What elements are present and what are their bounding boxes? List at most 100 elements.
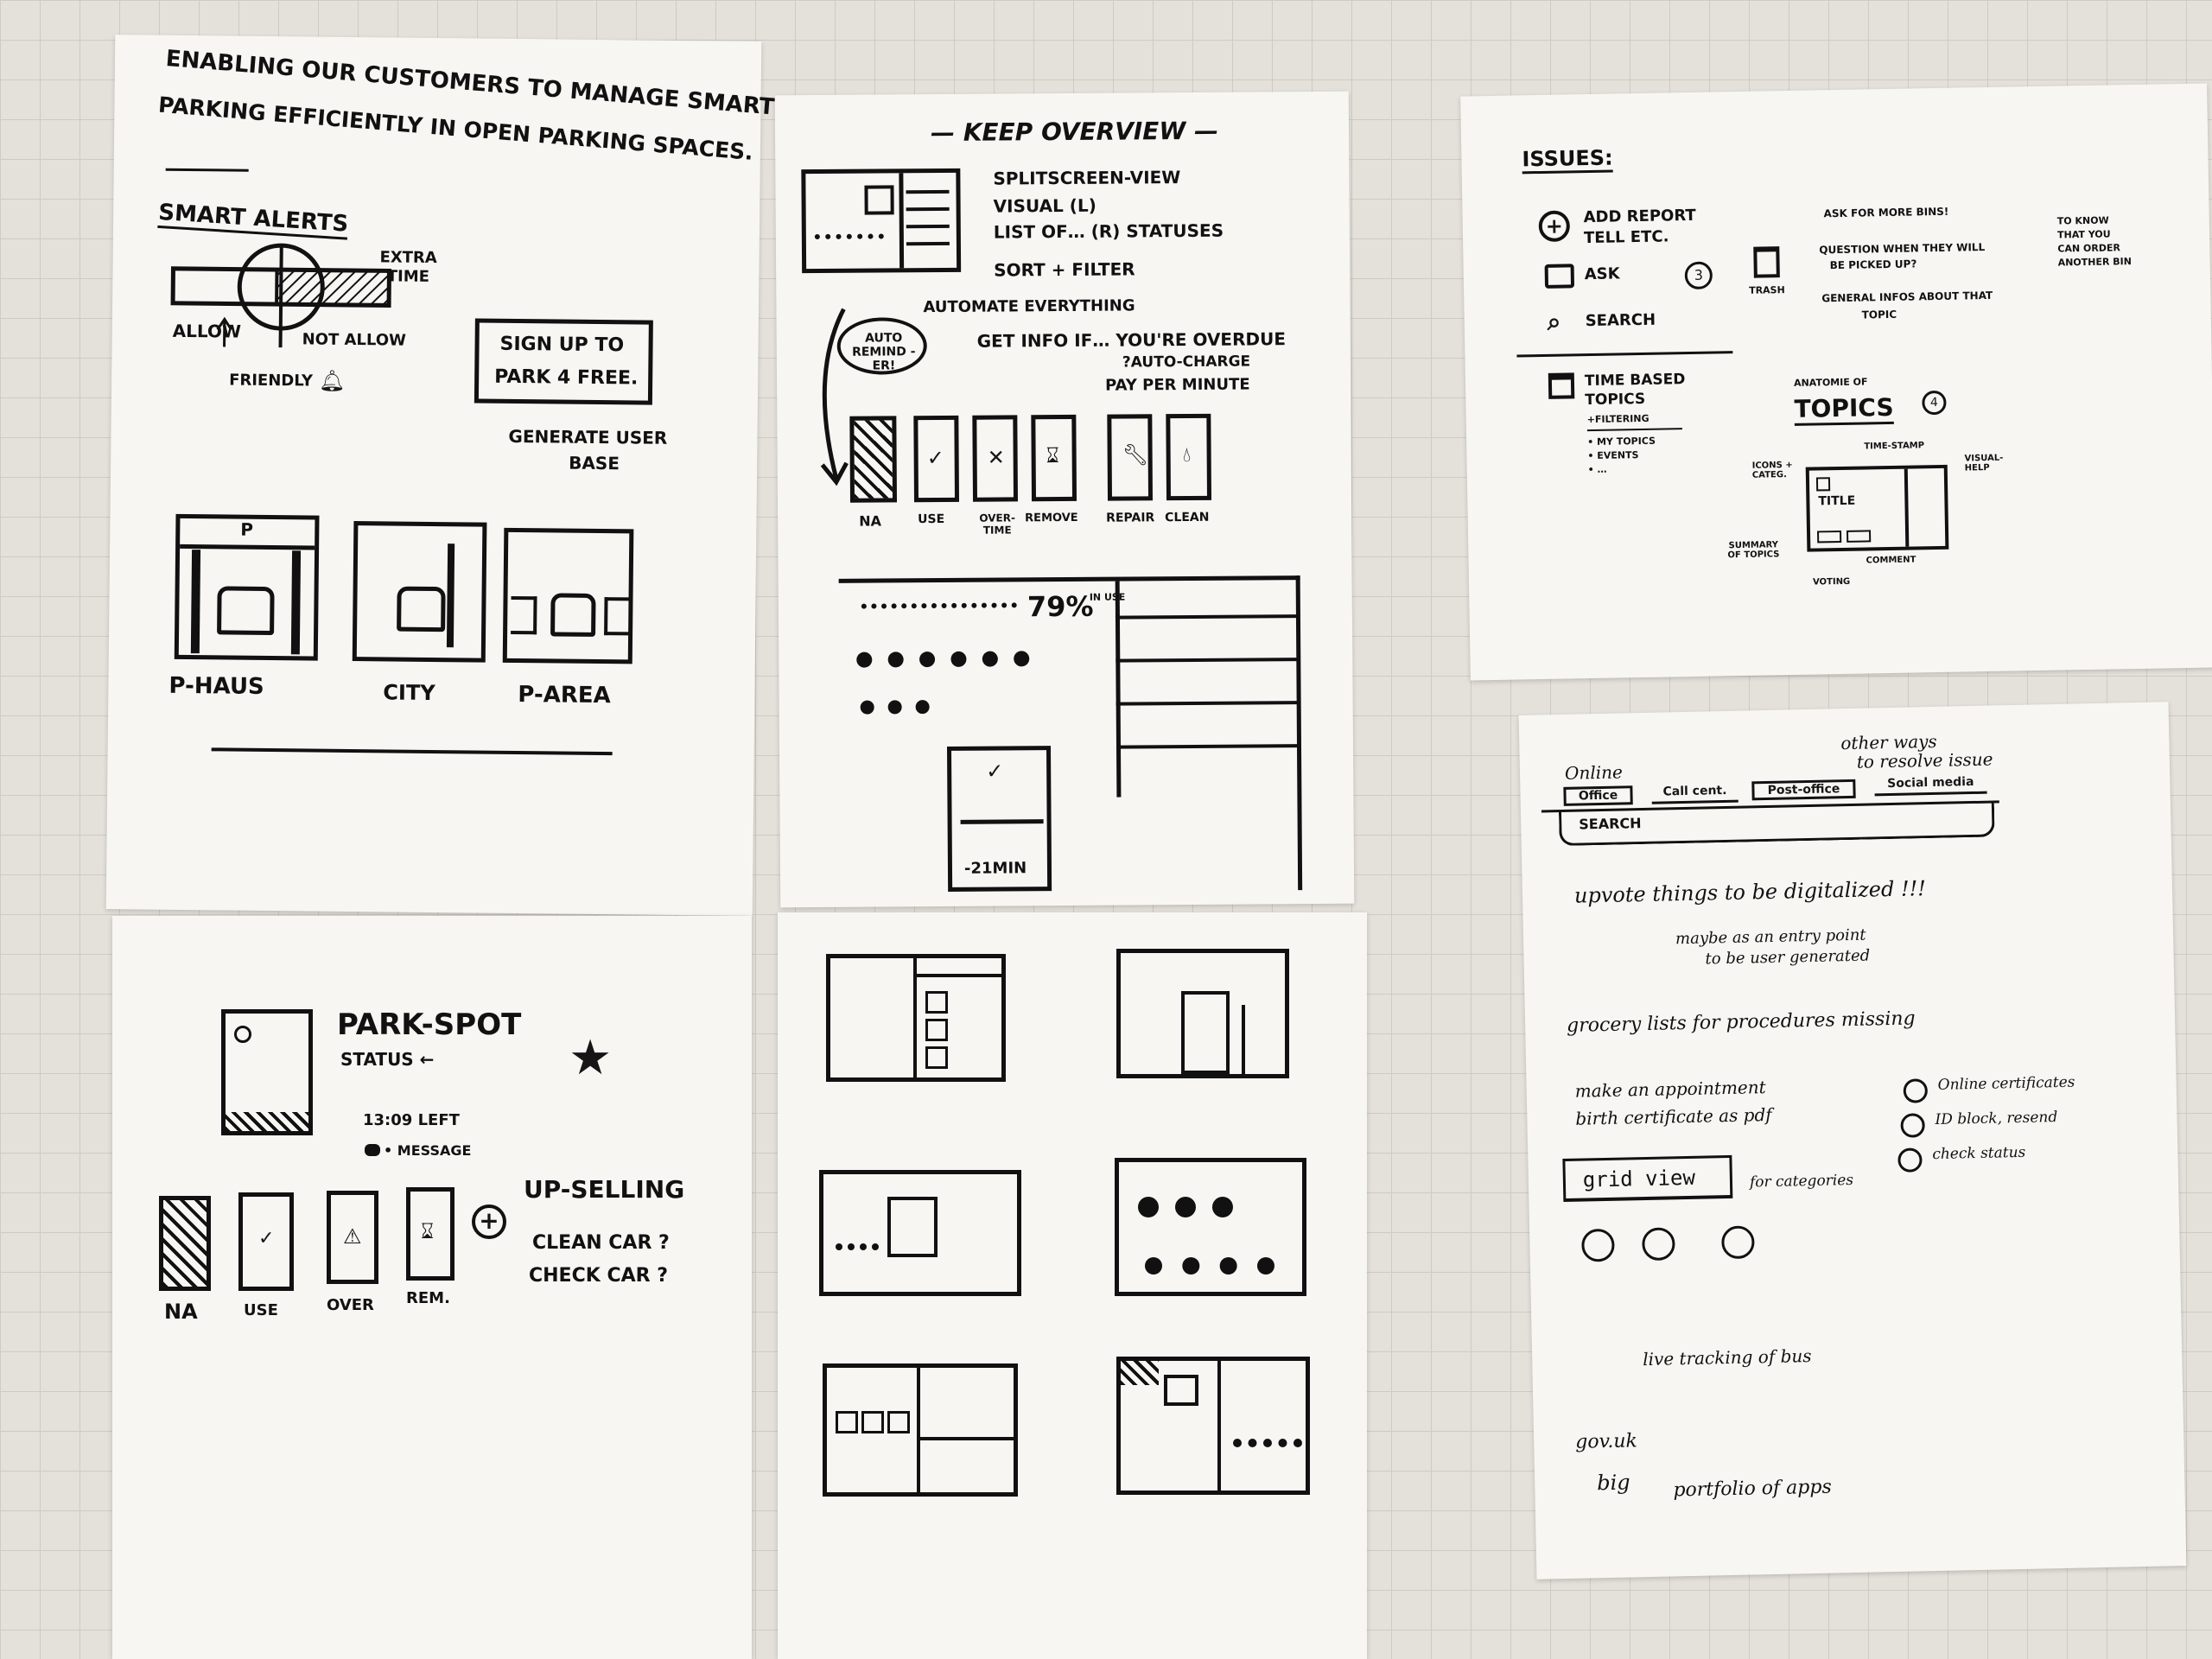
wireframe-2 [1116,949,1289,1078]
place-label-city: City [383,680,435,706]
list-more: • … [1587,463,1607,476]
checkbox-1[interactable] [1903,1078,1929,1103]
grid-view-box[interactable]: grid view [1562,1154,1733,1203]
topic-card-sketch: Title [1805,464,1949,552]
status-card-repair[interactable]: 🔧︎ [1107,414,1154,501]
splitscreen-label: Splitscreen-view [993,167,1181,189]
tab-office-label: Office [1578,788,1618,804]
category-circle-1[interactable] [1581,1228,1615,1262]
question-pickup-2: be picked up? [1829,257,1917,272]
park-status-remove[interactable]: ⌛︎ [406,1187,454,1281]
status-label-overtime: Over-time [979,512,1015,537]
status-card-clean[interactable]: 💧︎ [1166,413,1212,501]
check-item-3: check status [1932,1143,2026,1164]
detail-card[interactable]: ✓ -21min [946,746,1052,892]
visual-help-label: Visual-help [1964,453,2004,474]
portfolio-text: portfolio of apps [1673,1476,1833,1502]
tab-post-office[interactable]: Post-office [1751,779,1856,801]
hourglass-icon: ⌛︎ [421,1219,435,1243]
maybe-line-1: maybe as an entry point [1675,925,1866,949]
in-use-label: in use [1089,591,1126,603]
status-label-na: NA [859,512,882,530]
signup-line-2: park 4 free. [494,365,639,390]
allow-label: Allow [172,320,242,342]
park-status-na[interactable] [159,1196,211,1291]
car-icon [217,586,275,636]
sheet-keep-overview: — Keep overview — Splitscreen-view Visua… [774,91,1355,908]
to-know-4: another bin [2057,256,2133,269]
friendly-label: Friendly [229,371,314,391]
appointment-line-2: birth certificate as pdf [1575,1103,1772,1129]
drop-icon: 💧︎ [1182,442,1192,467]
status-label-remove: Remove [1025,511,1078,525]
park-status-use[interactable]: ✓ [238,1192,294,1291]
anatomie-label: Anatomie of [1793,376,1868,389]
list-events: • Events [1587,449,1639,462]
automate-label: Automate everything [923,296,1135,317]
status-label-repair: Repair [1106,511,1155,525]
status-card-overtime[interactable]: ✕ [972,415,1019,502]
online-label: Online [1564,761,1624,784]
add-icon[interactable]: + [1538,210,1571,243]
tab-social-media[interactable]: Social media [1874,774,1987,797]
minutes-value: -21min [963,859,1027,878]
checkbox-3[interactable] [1897,1147,1923,1173]
upselling-label: Up-selling [524,1175,685,1204]
time-left: 13:09 left [363,1111,460,1129]
keep-overview-title: — Keep overview — [930,116,1219,148]
tab-call-center-label: Call cent. [1662,783,1727,799]
visual-label: Visual (L) [993,194,1096,217]
phone-sketch [221,1009,313,1135]
filter-underline [1586,428,1682,432]
message-label: • Message [384,1142,472,1159]
signup-box[interactable]: Sign up to park 4 free. [474,318,653,405]
check-item-2: ID block, resend [1935,1109,2058,1128]
trash-icon [1753,246,1780,278]
plus-circle-icon: + [472,1205,506,1239]
checkbox-2[interactable] [1900,1113,1925,1138]
tab-social-media-label: Social media [1887,774,1974,791]
get-info-label: Get info if… you're overdue [976,328,1287,352]
car-icon [397,586,446,632]
generate-line-2: base [569,452,620,474]
chat-icon[interactable] [1544,264,1575,289]
bell-icon: 🔔︎ [318,368,346,393]
for-categories-label: for categories [1749,1171,1854,1192]
category-circle-3[interactable] [1721,1225,1755,1260]
park-status-over[interactable]: ⚠︎ [327,1191,378,1284]
sort-filter-label: Sort + Filter [994,258,1135,281]
park-label-rem: Rem. [406,1289,450,1307]
upvote-text: upvote things to be digitalized !!! [1573,876,1927,908]
calendar-icon [1548,372,1575,399]
search-label: Search [1585,310,1656,331]
wireframe-4 [1115,1158,1306,1296]
status-card-na[interactable] [849,416,898,503]
hourglass-icon: ⌛︎ [1046,443,1059,468]
status-card-remove[interactable]: ⌛︎ [1031,414,1077,502]
general-infos-1: General infos about that [1821,289,1993,305]
other-ways-2: to resolve issue [1856,748,1993,772]
pay-per-minute-label: pay per minute [1105,375,1250,395]
smart-alerts-label: Smart Alerts [157,199,350,240]
check-icon: ✓ [258,1228,275,1249]
to-know-1: To know [2056,214,2109,227]
number-4-circle: 4 [1922,390,1947,416]
tab-office[interactable]: Office [1563,785,1633,806]
x-icon: ✕ [987,445,1005,470]
sheet-gov-digital: other ways to resolve issue Online Offic… [1518,702,2187,1580]
summary-label: Summary of topics [1727,540,1780,561]
status-label-clean: Clean [1165,510,1210,525]
issues-divider [1516,351,1733,358]
comment-label: Comment [1866,555,1916,566]
category-circle-2[interactable] [1642,1227,1675,1262]
search-icon[interactable]: ⌕ [1547,307,1561,336]
time-stamp-label: Time-stamp [1864,441,1925,452]
auto-charge-label: ?Auto-charge [1122,353,1251,372]
icons-categ-label: Icons + Categ. [1751,460,1793,480]
number-3: 3 [1694,266,1704,283]
status-card-use[interactable]: ✓ [913,415,960,503]
tab-call-center[interactable]: Call cent. [1651,783,1738,804]
park-spot-title: Park-spot [337,1007,522,1042]
add-report-label: Add report [1583,206,1696,227]
